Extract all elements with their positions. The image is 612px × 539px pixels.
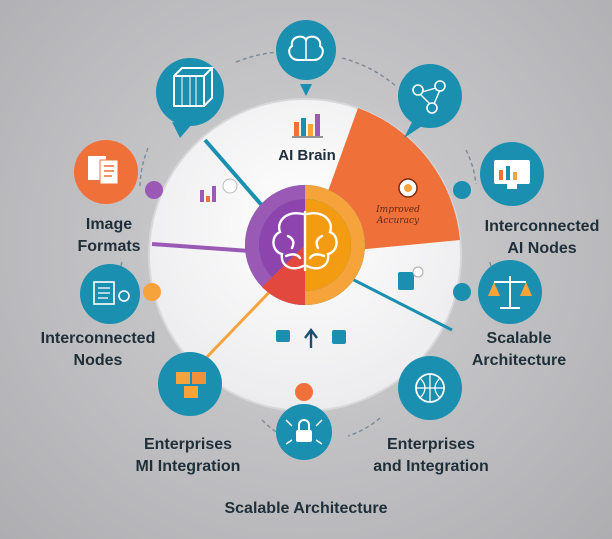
label-interconnected-ai-nodes-line1: Interconnected xyxy=(484,218,600,235)
label-interconnected-ai-nodes: Interconnected AI Nodes xyxy=(474,216,610,260)
lock-network-icon xyxy=(276,404,332,460)
label-interconnected-nodes: Interconnected Nodes xyxy=(30,328,166,372)
node-grid-icon xyxy=(80,264,140,324)
medal-icon xyxy=(398,178,418,198)
network-globe-icon xyxy=(398,64,462,138)
label-enterprises-mi-integration: Enterprises MI Integration xyxy=(124,434,252,478)
label-image-formats-line2: Formats xyxy=(77,238,141,255)
label-enterprises-mi-line2: MI Integration xyxy=(135,458,241,475)
globe-network-icon xyxy=(398,356,462,420)
sector-text-line2: Accuracy xyxy=(376,216,420,226)
mini-chart-icon xyxy=(200,178,238,202)
documents-icon xyxy=(74,140,138,204)
label-enterprises-mi-line1: Enterprises xyxy=(143,436,233,453)
label-enterprises-and-line2: and Integration xyxy=(373,458,489,475)
label-scalable-architecture-right: Scalable Architecture xyxy=(462,328,576,372)
monitor-chart-icon xyxy=(480,142,544,206)
boxes-icon xyxy=(158,352,222,416)
tablet-icon xyxy=(398,266,424,290)
cube-icon xyxy=(156,58,224,138)
sector-text: Improved Accuracy xyxy=(358,205,438,227)
bar-chart-icon xyxy=(292,114,323,138)
workflow-icons xyxy=(276,328,346,348)
balance-scale-icon xyxy=(478,260,542,324)
label-interconnected-ai-nodes-line2: AI Nodes xyxy=(507,240,577,257)
brain-icon xyxy=(272,210,338,272)
label-interconnected-nodes-line1: Interconnected xyxy=(40,330,156,347)
label-scalable-architecture-right-line2: Architecture xyxy=(471,352,567,369)
brain-network-icon xyxy=(276,20,336,96)
center-title: AI Brain xyxy=(278,147,336,164)
label-enterprises-and-integration: Enterprises and Integration xyxy=(360,434,502,478)
label-scalable-architecture-right-line1: Scalable xyxy=(486,330,552,347)
label-image-formats-line1: Image xyxy=(85,216,133,233)
label-image-formats: Image Formats xyxy=(64,214,154,258)
sector-text-line1: Improved xyxy=(376,205,420,215)
label-enterprises-and-line1: Enterprises xyxy=(386,436,476,453)
step-badges xyxy=(143,181,471,401)
label-interconnected-nodes-line2: Nodes xyxy=(73,352,123,369)
label-scalable-architecture-bottom: Scalable Architecture xyxy=(224,500,388,517)
